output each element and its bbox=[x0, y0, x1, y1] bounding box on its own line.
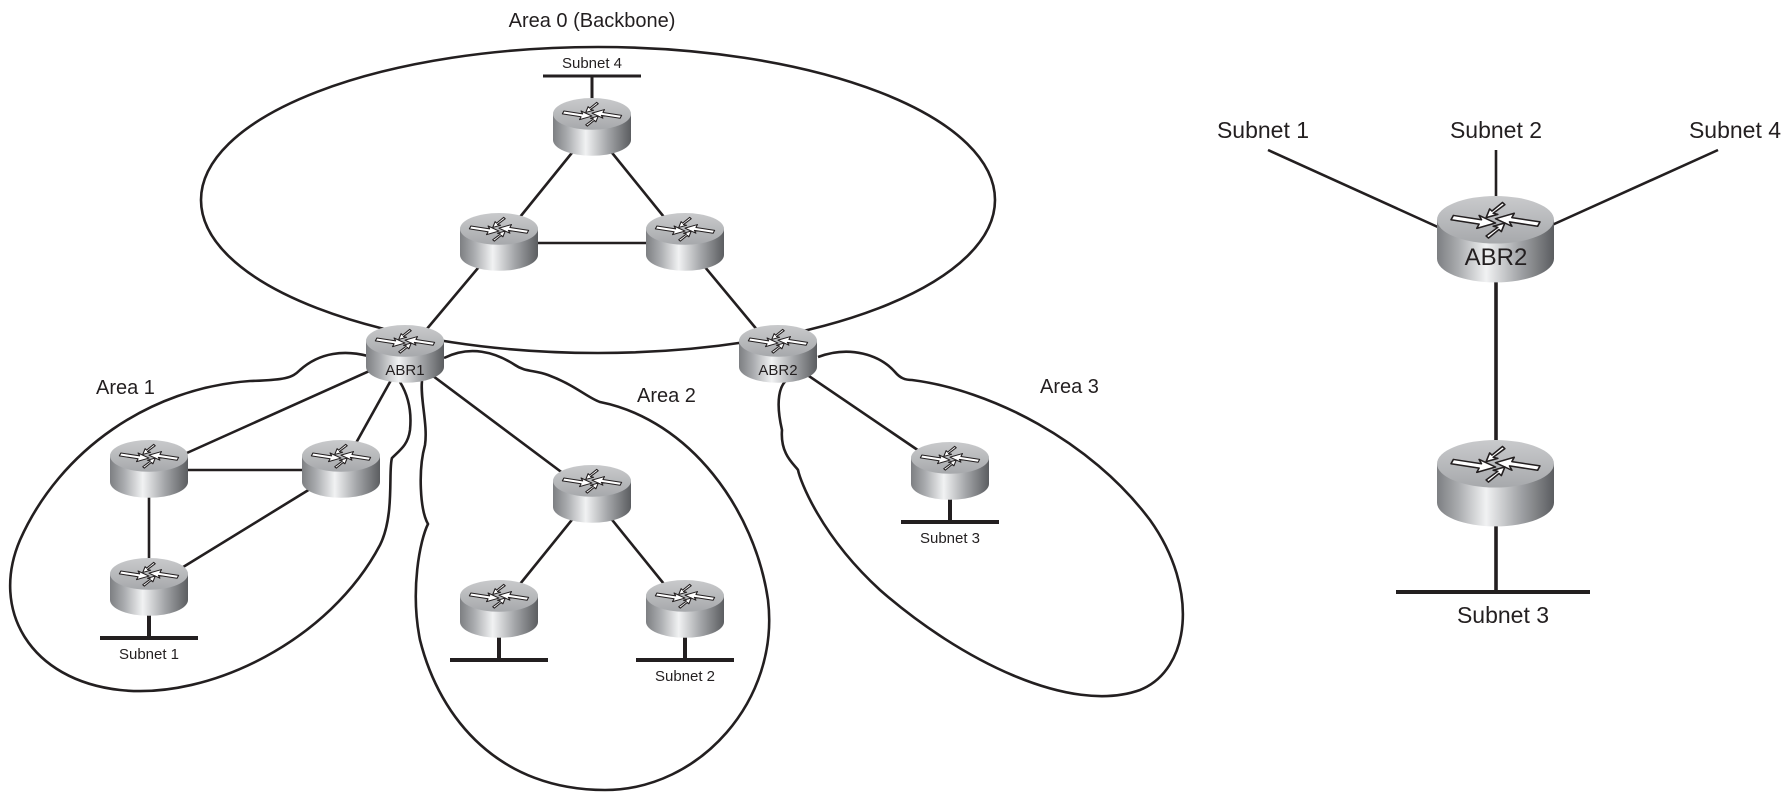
subnet2-label: Subnet 2 bbox=[1450, 117, 1542, 143]
area1-label: Area 1 bbox=[96, 377, 155, 399]
area2-label: Area 2 bbox=[637, 385, 696, 407]
area0-label: Area 0 (Backbone) bbox=[509, 10, 676, 32]
router-icon bbox=[301, 439, 381, 499]
link-subnet1-abr2 bbox=[1267, 148, 1441, 230]
abr1-label: ABR1 bbox=[385, 362, 424, 379]
area2-outline bbox=[414, 349, 771, 792]
subnet-label: Subnet 1 bbox=[119, 646, 179, 663]
router-icon bbox=[552, 97, 632, 157]
abr2-router-label: ABR2 bbox=[1465, 244, 1528, 271]
subnet4-label: Subnet 4 bbox=[1689, 117, 1781, 143]
area3-outline bbox=[777, 350, 1185, 698]
area1-outline bbox=[9, 351, 412, 693]
subnet-label: Subnet 4 bbox=[562, 55, 622, 72]
subnet3-label: Subnet 3 bbox=[1457, 602, 1549, 628]
router-icon bbox=[1436, 439, 1555, 528]
subnet-label: Subnet 2 bbox=[655, 668, 715, 685]
router-icon bbox=[109, 557, 189, 617]
area3-label: Area 3 bbox=[1040, 376, 1099, 398]
link-subnet4-abr2 bbox=[1551, 148, 1719, 227]
subnet-label: Subnet 3 bbox=[920, 530, 980, 547]
router-icon bbox=[109, 439, 189, 499]
link-abr1-a1_tl bbox=[148, 353, 406, 472]
area0-backbone-outline bbox=[199, 45, 997, 355]
router-icon bbox=[645, 579, 725, 639]
router-icon bbox=[459, 579, 539, 639]
router-icon bbox=[459, 212, 539, 272]
abr2-summary-diagram: ABR2 Subnet 1 Subnet 2 Subnet 4 Subnet 3 bbox=[1217, 117, 1781, 628]
subnet1-label: Subnet 1 bbox=[1217, 117, 1309, 143]
abr2-label: ABR2 bbox=[758, 362, 797, 379]
router-icon bbox=[552, 464, 632, 524]
router-icon bbox=[645, 212, 725, 272]
router-icon bbox=[910, 441, 990, 501]
